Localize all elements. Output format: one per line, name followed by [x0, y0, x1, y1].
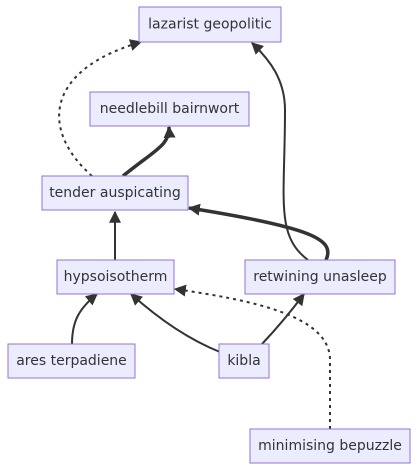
- node-kibla[interactable]: kibla: [218, 343, 270, 379]
- node-label: ares terpadiene: [16, 353, 127, 369]
- node-retwining[interactable]: retwining unasleep: [244, 259, 396, 295]
- node-label: kibla: [227, 353, 260, 369]
- edge-kibla-to-hypso: [130, 293, 221, 353]
- node-needlebill[interactable]: needlebill bairnwort: [89, 91, 250, 127]
- edge-retwining-to-lazarist: [251, 42, 309, 261]
- edges-layer: [58, 39, 331, 429]
- edge-minimising-to-hypso: [173, 284, 331, 429]
- node-ares[interactable]: ares terpadiene: [7, 343, 136, 379]
- node-label: lazarist geopolitic: [148, 17, 272, 33]
- node-label: needlebill bairnwort: [100, 101, 240, 117]
- node-tender[interactable]: tender auspicating: [41, 175, 189, 211]
- node-label: tender auspicating: [49, 185, 181, 201]
- edge-retwining-to-tender: [187, 203, 330, 261]
- node-label: minimising bepuzzle: [258, 438, 402, 454]
- node-hypso[interactable]: hypsoisotherm: [56, 259, 175, 295]
- node-label: hypsoisotherm: [64, 269, 168, 285]
- edge-ares-to-hypso: [71, 293, 98, 345]
- edge-tender-to-lazarist: [58, 39, 143, 177]
- node-minimising[interactable]: minimising bepuzzle: [249, 428, 411, 464]
- edge-tender-to-needlebill: [121, 125, 176, 178]
- node-lazarist[interactable]: lazarist geopolitic: [138, 6, 282, 43]
- node-label: retwining unasleep: [253, 269, 387, 285]
- edge-kibla-to-retwining: [261, 293, 305, 345]
